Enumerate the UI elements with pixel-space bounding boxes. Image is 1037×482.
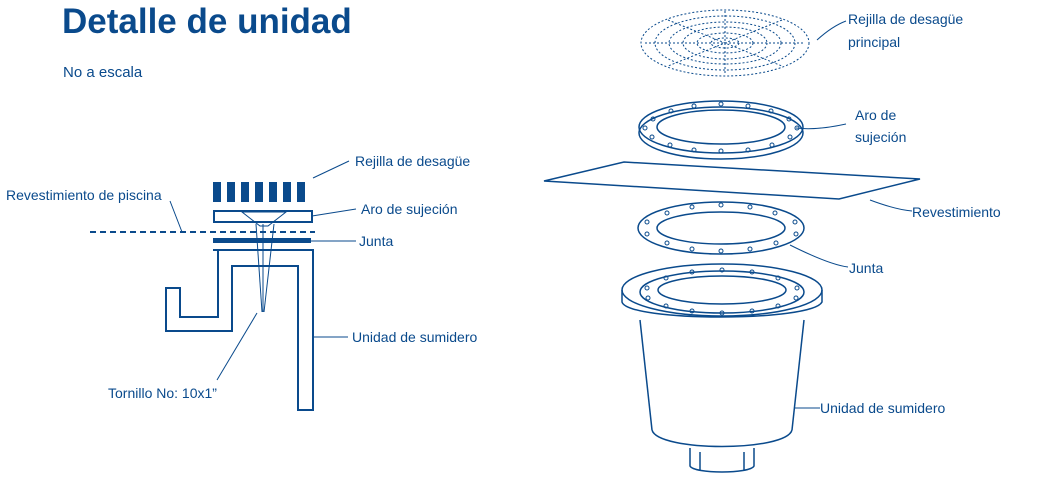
right-label-ring-line1: Aro de: [855, 107, 896, 123]
right-label-sump: Unidad de sumidero: [820, 400, 946, 416]
right-clamp-ring: [638, 100, 804, 160]
right-sump-unit: [621, 263, 823, 473]
right-main-grate: [640, 9, 810, 77]
right-label-grate-line2: principal: [848, 34, 900, 50]
left-leaders: [169, 160, 357, 381]
right-label-gasket: Junta: [849, 260, 883, 276]
right-liner-sheet: [543, 161, 921, 200]
left-gasket: [213, 238, 311, 243]
right-gasket-holes: [644, 202, 799, 254]
left-label-gasket: Junta: [359, 233, 393, 249]
page-subtitle: No a escala: [63, 64, 143, 81]
left-grate: [213, 182, 305, 202]
page-title: Detalle de unidad: [62, 2, 352, 41]
left-label-liner: Revestimiento de piscina: [6, 187, 162, 203]
right-sump-holes: [644, 267, 800, 316]
left-clamp-ring: [213, 210, 313, 223]
right-label-ring-line2: sujeción: [855, 129, 906, 145]
left-label-grate: Rejilla de desagüe: [355, 153, 470, 169]
left-screw: [240, 211, 288, 313]
right-clamp-ring-holes: [642, 101, 800, 154]
left-label-screw: Tornillo No: 10x1”: [108, 385, 217, 401]
left-sump-section: [165, 249, 314, 411]
left-label-sump: Unidad de sumidero: [352, 329, 478, 345]
left-section-diagram: [90, 160, 357, 411]
left-label-ring: Aro de sujeción: [361, 201, 458, 217]
right-gasket: [637, 201, 805, 255]
right-leaders: [789, 20, 913, 409]
right-label-liner: Revestimiento: [912, 204, 1001, 220]
right-label-grate-line1: Rejilla de desagüe: [848, 11, 963, 27]
